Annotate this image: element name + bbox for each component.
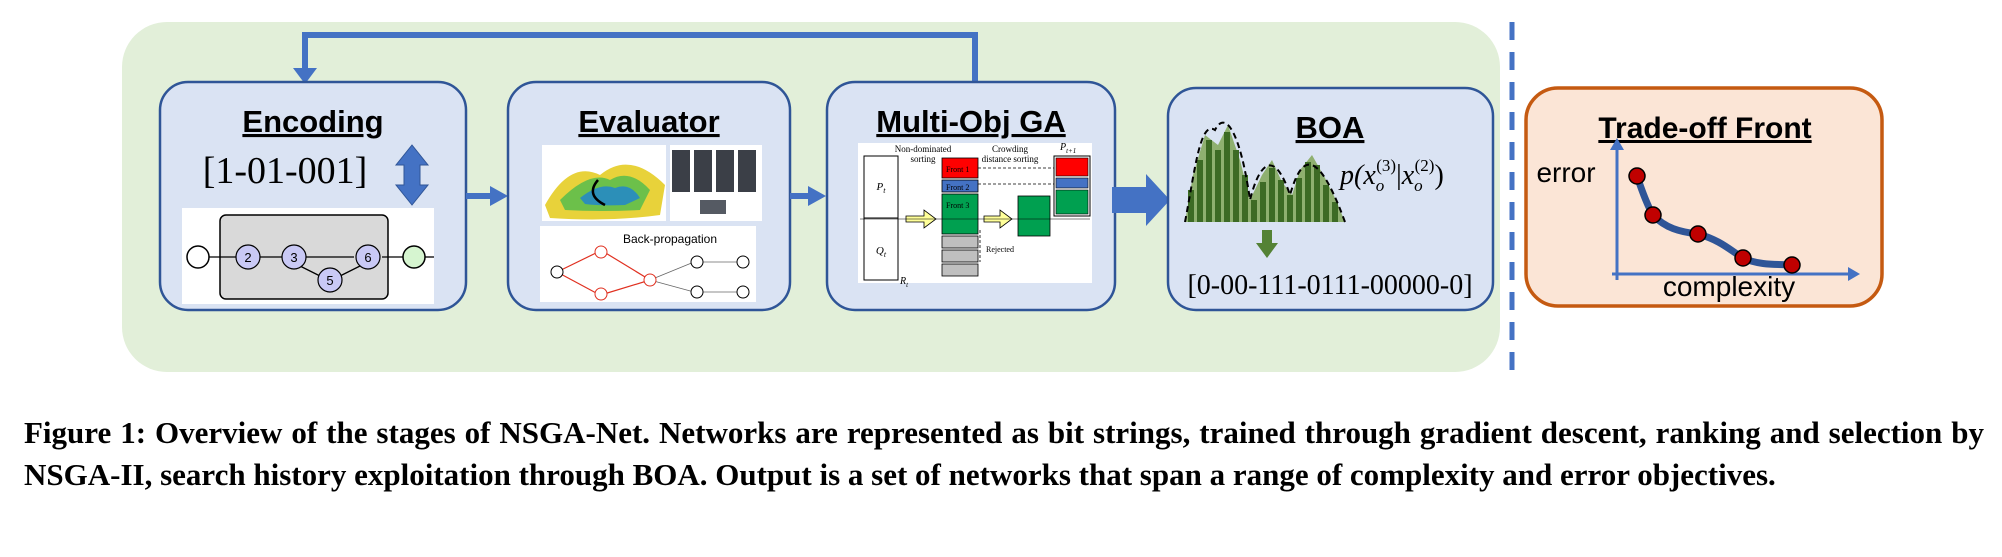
nondominated-label-2: sorting — [910, 154, 936, 164]
svg-text:p(xo(3)|xo(2)): p(xo(3)|xo(2)) — [1338, 156, 1444, 195]
double-arrow-icon — [394, 144, 430, 206]
boa-title: BOA — [1296, 110, 1365, 145]
backprop-label: Back-propagation — [623, 232, 717, 246]
pareto-point — [1644, 206, 1662, 224]
node-2-label: 2 — [244, 250, 251, 265]
encoding-stage: Encoding [1-01-001] 2 3 5 6 — [158, 80, 468, 312]
multiobj-ga-stage: Multi-Obj GA Non-dominated sorting Crowd… — [825, 80, 1117, 312]
qt-label: Qt — [876, 245, 887, 259]
crowding-label-2: distance sorting — [982, 154, 1039, 164]
node-3-label: 3 — [290, 250, 297, 265]
front-3-block — [941, 193, 979, 235]
pareto-point — [1734, 249, 1752, 267]
node-6 — [355, 244, 381, 270]
histogram-icon — [1184, 121, 1346, 223]
feedback-loop-arrow — [293, 32, 978, 84]
pt-label: Pt — [876, 181, 887, 195]
rejected-label: Rejected — [986, 245, 1014, 254]
encoding-bitstring: [1-01-001] — [203, 150, 368, 192]
tradeoff-front-panel: Trade-off Front error complexity — [1524, 86, 1884, 308]
arrow-encoding-to-evaluator — [466, 186, 508, 206]
down-arrow-icon — [1256, 230, 1278, 258]
node-5 — [317, 267, 343, 293]
node-3 — [281, 244, 307, 270]
boa-stage: BOA — [1166, 86, 1495, 312]
front-1-label: Front 1 — [946, 165, 969, 174]
server-rack-icon — [670, 145, 762, 221]
boa-formula: p(xo(3)|xo(2)) — [1338, 156, 1444, 195]
nondominated-label-1: Non-dominated — [895, 144, 952, 154]
tradeoff-xlabel: complexity — [1663, 271, 1795, 302]
front-2-block — [941, 179, 979, 193]
tradeoff-title: Trade-off Front — [1598, 112, 1811, 145]
boa-bitstring: [0-00-111-0111-00000-0] — [1187, 270, 1472, 301]
arrow-evaluator-to-multiobj — [790, 186, 826, 206]
node-6-label: 6 — [364, 250, 371, 265]
pt1-label: Pt+1 — [1059, 142, 1076, 155]
front-3-label: Front 3 — [946, 201, 969, 210]
evaluator-title: Evaluator — [578, 104, 719, 139]
node-2 — [235, 244, 261, 270]
evaluator-stage: Evaluator Back-propagation — [506, 80, 792, 312]
figure-caption: Figure 1: Overview of the stages of NSGA… — [24, 415, 1984, 492]
pareto-point — [1628, 167, 1646, 185]
pareto-point — [1783, 256, 1801, 274]
nsga-net-overview-figure: Encoding [1-01-001] 2 3 5 6 — [122, 22, 1884, 374]
rt-label: Rt — [899, 276, 909, 289]
node-5-label: 5 — [326, 273, 333, 288]
loss-surface-image — [542, 145, 666, 221]
tradeoff-ylabel: error — [1536, 157, 1595, 188]
front-2-label: Front 2 — [946, 183, 969, 192]
backprop-network-image: Back-propagation — [540, 226, 756, 302]
encoding-title: Encoding — [242, 104, 383, 139]
arrow-multiobj-to-boa — [1112, 174, 1170, 226]
multiobj-title: Multi-Obj GA — [876, 104, 1065, 139]
crowding-label-1: Crowding — [992, 144, 1029, 154]
pareto-point — [1689, 225, 1707, 243]
